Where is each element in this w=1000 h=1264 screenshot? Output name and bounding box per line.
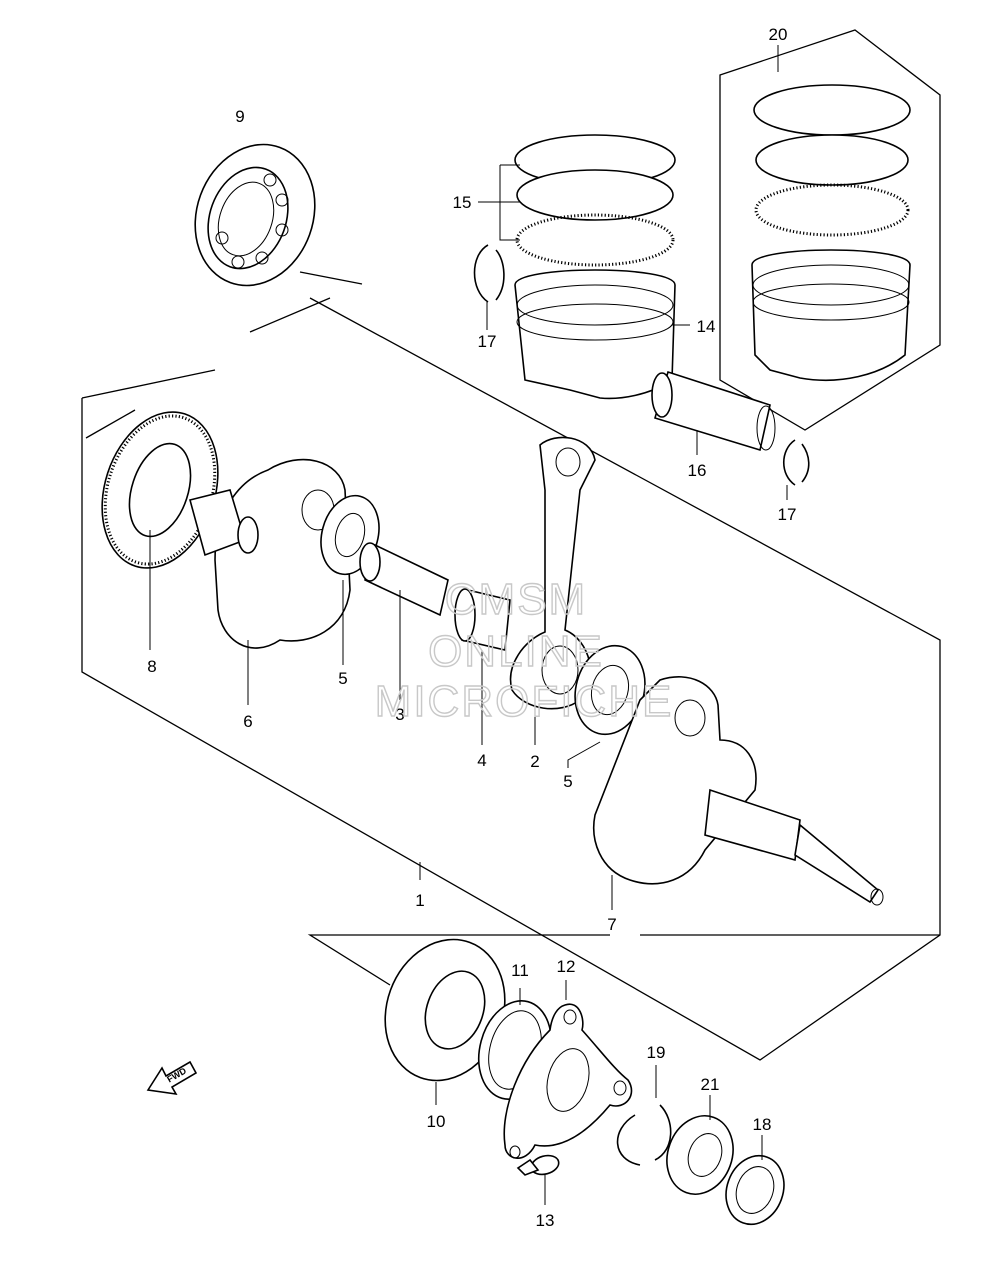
callout-19: 19 xyxy=(647,1043,666,1062)
callout-4: 4 xyxy=(477,751,486,770)
watermark: CMSM ONLINE MICROFICHE xyxy=(374,574,674,726)
piston-kit-frame xyxy=(719,29,941,431)
crank-web-6 xyxy=(189,458,351,705)
circlip-19 xyxy=(616,1065,672,1166)
watermark-line-2: ONLINE xyxy=(428,627,604,676)
callout-2: 2 xyxy=(530,752,539,771)
piston-kit-20 xyxy=(751,84,911,381)
callout-5-right: 5 xyxy=(563,772,572,791)
callout-6: 6 xyxy=(243,712,252,731)
callout-1: 1 xyxy=(415,891,424,910)
callout-5-left: 5 xyxy=(338,669,347,688)
callout-15: 15 xyxy=(453,193,472,212)
callout-17-left: 17 xyxy=(478,332,497,351)
callout-10: 10 xyxy=(427,1112,446,1131)
callout-9: 9 xyxy=(235,107,244,126)
circlip-17-right xyxy=(782,439,810,500)
callout-11: 11 xyxy=(511,961,529,980)
piston-14 xyxy=(478,134,690,400)
callout-14: 14 xyxy=(697,317,716,336)
callout-7: 7 xyxy=(607,915,616,934)
callout-labels: 1 2 3 4 5 5 6 7 8 9 10 11 12 13 14 15 16… xyxy=(147,25,796,1230)
watermark-line-1: CMSM xyxy=(445,575,587,624)
callout-8: 8 xyxy=(147,657,156,676)
callout-16: 16 xyxy=(688,461,707,480)
circlip-17-left xyxy=(473,244,505,330)
watermark-line-3: MICROFICHE xyxy=(375,677,674,726)
fwd-arrow-icon: FWD xyxy=(146,1060,198,1096)
screw-13 xyxy=(516,1154,560,1205)
lower-assembly-lines xyxy=(307,934,940,986)
retainer-plate-12 xyxy=(503,980,633,1159)
callout-13: 13 xyxy=(536,1211,555,1230)
callout-20: 20 xyxy=(769,25,788,44)
bearing-21 xyxy=(666,1095,734,1195)
needle-bearing-4 xyxy=(454,588,511,745)
callout-3: 3 xyxy=(395,705,404,724)
callout-17-right: 17 xyxy=(778,505,797,524)
bearing-10 xyxy=(384,938,506,1105)
callout-18: 18 xyxy=(753,1115,772,1134)
piston-pin-16 xyxy=(651,370,776,455)
oil-seal-18 xyxy=(725,1135,785,1226)
callout-21: 21 xyxy=(701,1075,720,1094)
callout-12: 12 xyxy=(557,957,576,976)
crank-web-7 xyxy=(593,676,884,910)
bearing-9 xyxy=(194,143,316,287)
crank-pin-3 xyxy=(359,542,449,700)
crankshaft-assembly-frame xyxy=(81,271,941,1061)
